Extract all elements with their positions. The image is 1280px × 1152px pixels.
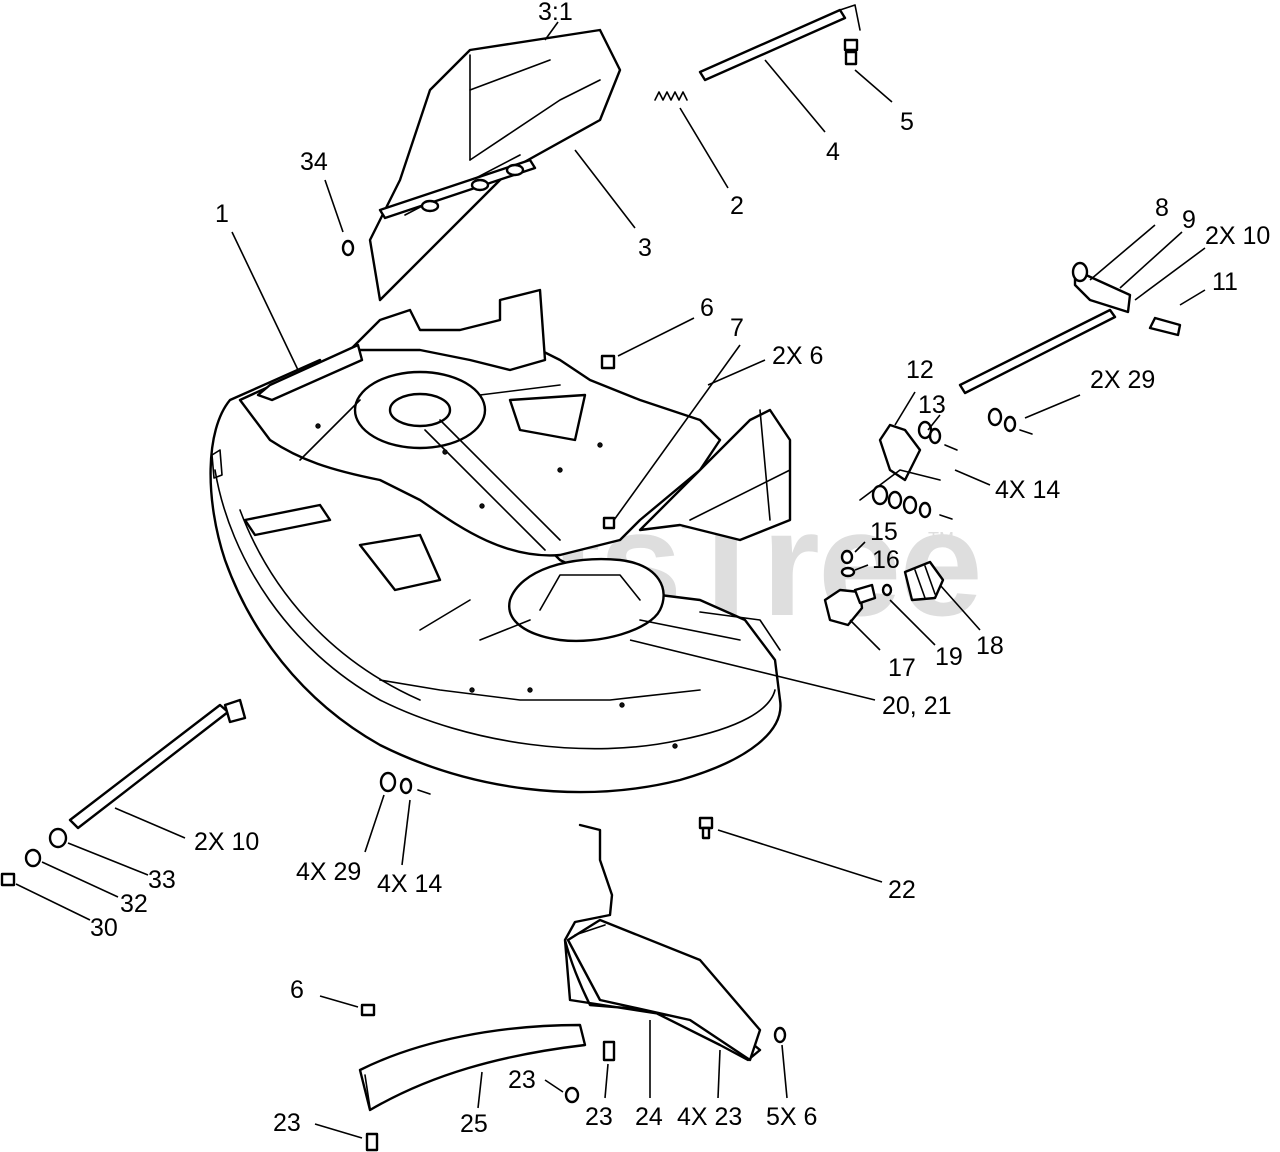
callout-12: 12 [906,356,934,384]
callout-4x14-bottom: 4X 14 [377,870,442,898]
side-baffle [638,408,792,542]
callout-6-top: 6 [700,294,714,322]
mower-deck [209,288,782,794]
right-linkage [859,261,1182,520]
callout-34: 34 [300,148,328,176]
callout-4x14-right: 4X 14 [995,476,1060,504]
callout-1: 1 [215,200,229,228]
callout-7: 7 [730,314,744,342]
callout-32: 32 [120,890,148,918]
callout-13: 13 [918,391,946,419]
callout-23-left: 23 [273,1109,301,1137]
callout-33: 33 [148,866,176,894]
callout-5x6: 5X 6 [766,1103,817,1131]
callout-25: 25 [460,1110,488,1138]
lower-baffle-25 [358,1023,587,1112]
screw-23-left [365,1132,379,1152]
callout-2x10-left: 2X 10 [194,828,259,856]
screw-23-center [602,1040,616,1062]
callout-2: 2 [730,192,744,220]
spring [654,91,688,101]
watermark-trademark: TM [928,529,954,549]
washer-29 [379,771,397,793]
callout-23-center: 23 [585,1103,613,1131]
nut-5 [843,38,859,66]
callout-labels: 3:1 5 4 2 3 34 1 8 9 2X 10 11 6 7 2X 6 1… [90,0,1270,1138]
nut-6-upper [600,354,616,370]
discharge-chute [368,28,622,302]
rod [698,4,861,82]
left-rod-assembly [0,698,247,887]
washer-6-bottom [773,1026,787,1044]
callout-2x6: 2X 6 [772,342,823,370]
bolt-22 [698,816,714,840]
callout-4x29: 4X 29 [296,858,361,886]
callout-11: 11 [1212,268,1238,296]
callout-20-21: 20, 21 [882,692,952,720]
callout-9: 9 [1182,206,1196,234]
callout-2x10-top: 2X 10 [1205,222,1270,250]
nut-6-bottom [360,1003,376,1017]
screw-23-mid [564,1086,580,1104]
lower-baffle-24 [563,823,762,1062]
callout-3: 3 [638,234,652,262]
callout-23-mid: 23 [508,1066,536,1094]
callout-5: 5 [900,108,914,136]
leader-lines [15,21,1206,1139]
callout-22: 22 [888,876,916,904]
callout-16: 16 [872,546,900,574]
callout-24: 24 [635,1103,663,1131]
nut-6-lower [602,516,616,530]
callout-30: 30 [90,914,118,942]
callout-6-bottom: 6 [290,976,304,1004]
callout-18: 18 [976,632,1004,660]
callout-2x29: 2X 29 [1090,366,1155,394]
callout-17: 17 [888,654,916,682]
callout-15: 15 [870,518,898,546]
height-knob-assembly [823,549,945,627]
washer-14 [399,777,413,795]
washer-34 [341,239,355,257]
callout-19: 19 [935,643,963,671]
callout-3-1: 3:1 [538,0,573,26]
callout-4x23: 4X 23 [677,1103,742,1131]
callout-8: 8 [1155,194,1169,222]
callout-4: 4 [826,138,840,166]
